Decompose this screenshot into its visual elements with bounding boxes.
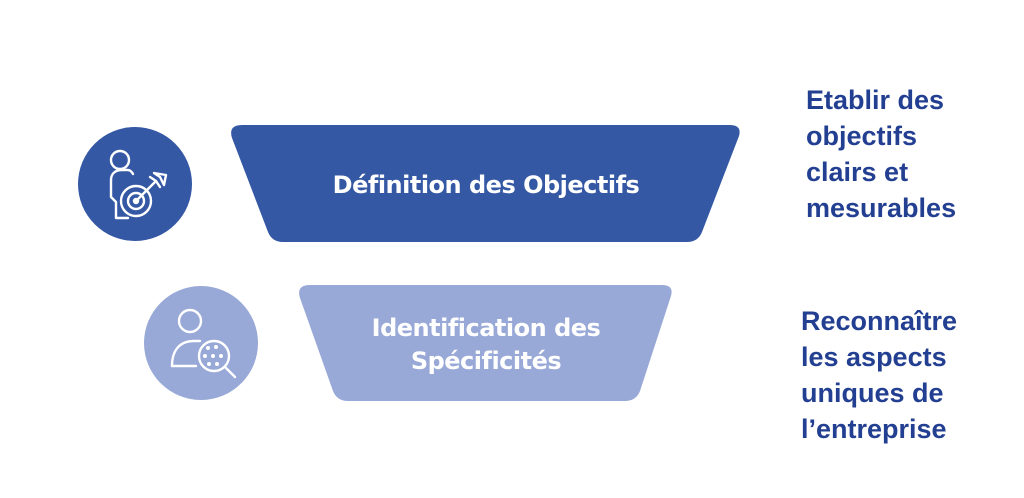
step-2-icon-circle xyxy=(144,286,258,400)
person-magnifier-icon xyxy=(170,308,237,379)
step-1-description: Etablir des objectifs clairs et mesurabl… xyxy=(806,85,957,223)
step-2-description: Reconnaître les aspects uniques de l’ent… xyxy=(801,306,958,444)
step-2-banner: Identification des Spécificités xyxy=(296,284,676,402)
step-2-label: Identification des Spécificités xyxy=(371,314,601,375)
step-1-banner: Définition des Objectifs xyxy=(228,124,744,243)
step-1-icon-circle xyxy=(78,127,192,241)
step-1-label: Définition des Objectifs xyxy=(332,171,640,199)
person-target-icon xyxy=(109,149,168,220)
